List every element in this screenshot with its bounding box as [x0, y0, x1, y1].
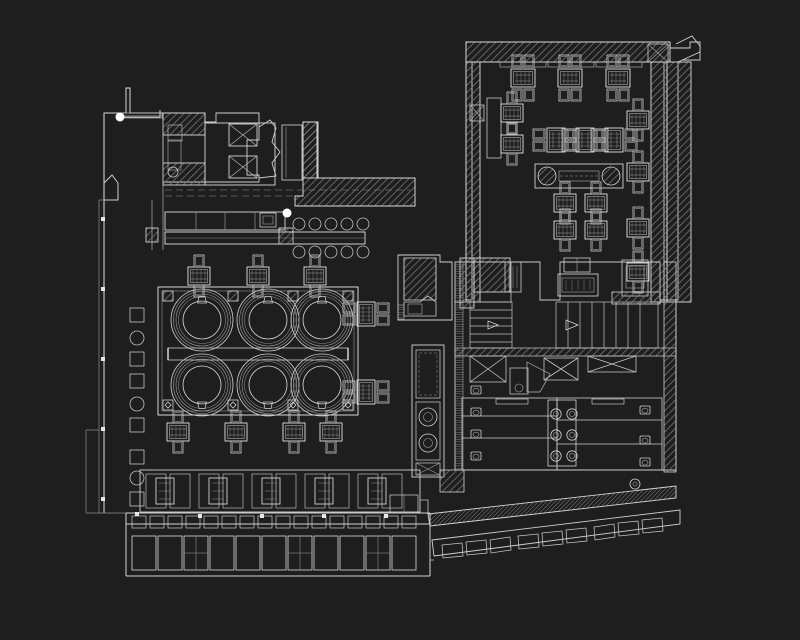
central-service-core: [454, 261, 677, 490]
circular-booth-hall: [157, 255, 389, 453]
grip-round: [115, 112, 125, 122]
upper-center-fitout: [454, 257, 661, 305]
left-wall-niches: [129, 307, 145, 507]
banquette-tables: [155, 477, 387, 505]
bar-stools: [292, 217, 370, 259]
grip-square: [101, 217, 388, 518]
facade-panels: [441, 517, 664, 559]
mullion-strip: [131, 515, 417, 529]
kitchen-line-equipment: [411, 344, 465, 493]
restroom-partitions: [461, 397, 663, 471]
angled-facade: [389, 485, 681, 561]
banquette-row: [131, 469, 421, 571]
selection-grips[interactable]: [101, 112, 388, 519]
grip-round: [282, 208, 292, 218]
lavatory-bank: [547, 399, 578, 467]
main-stair: [555, 301, 659, 349]
bar-counter-assembly: [145, 211, 370, 259]
upper-dining-room: [465, 35, 701, 303]
entry-core-walls: [151, 112, 416, 250]
mid-left-core: [397, 254, 511, 321]
